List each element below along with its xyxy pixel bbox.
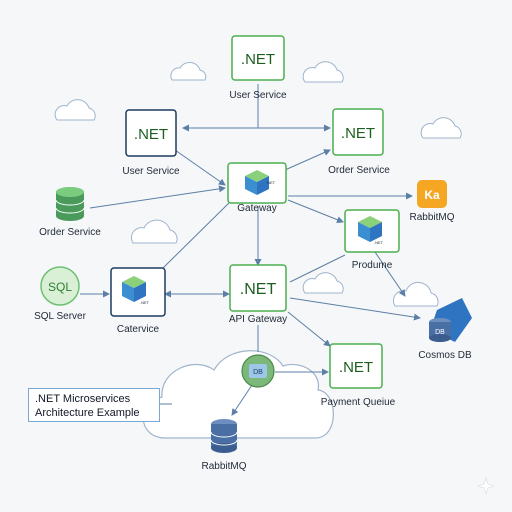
user-service-top-node: .NET [231, 35, 285, 81]
connector [284, 149, 331, 171]
connector [231, 384, 253, 416]
cube-icon [245, 170, 269, 195]
kafka-badge: Ka [424, 188, 440, 202]
gateway-node: .NET [227, 162, 287, 204]
decorative-clouds [54, 61, 462, 307]
payment-queue-label: Payment Queiue [320, 397, 396, 408]
cloud-icon [302, 272, 344, 294]
kafka-icon: Ka [417, 180, 447, 208]
sql-badge: SQL [48, 280, 72, 294]
cube-icon [358, 216, 382, 242]
bottom-cloud [142, 350, 334, 439]
net-logo: .NET [339, 359, 373, 376]
connector [374, 251, 406, 297]
cloud-icon [54, 99, 96, 121]
cloud-icon [392, 281, 439, 307]
catervice-node: .NET [110, 267, 166, 317]
order-service-right-label: Order Service [328, 165, 390, 176]
connector [287, 311, 331, 347]
db-badge: DB [253, 369, 263, 376]
order-service-right-node: .NET [332, 108, 384, 156]
net-logo: .NET [240, 281, 277, 298]
note-line-2: Architecture Example [35, 407, 140, 419]
api-gateway-node: .NET [229, 264, 287, 312]
order-service-database-icon [55, 187, 85, 221]
cosmos-db-label: Cosmos DB [418, 350, 472, 361]
cloud-icon [130, 219, 178, 244]
gateway-label: Gateway [237, 203, 277, 214]
rabbitmq-bottom-label: RabbitMQ [201, 461, 247, 472]
user-service-left-label: User Service [122, 166, 180, 177]
cube-icon [122, 276, 146, 302]
architecture-title-note: .NET Microservices Architecture Example [28, 388, 160, 422]
cloud-icon [170, 62, 207, 81]
net-small-logo: .NET [266, 180, 276, 185]
sql-server-icon: SQL [40, 266, 80, 306]
net-logo: .NET [341, 125, 375, 142]
net-logo: .NET [241, 51, 275, 68]
net-small-logo: .NET [140, 300, 150, 305]
rabbitmq-right-label: RabbitMQ [409, 212, 455, 223]
produme-node: .NET [344, 209, 400, 253]
cloud-icon [302, 61, 344, 83]
queue-node-icon: DB [241, 354, 275, 388]
connector [174, 149, 226, 186]
sql-server-label: SQL Server [34, 311, 86, 322]
cosmos-db-icon: DB [429, 298, 472, 342]
note-line-1: .NET Microservices [35, 393, 131, 405]
connector [162, 199, 233, 269]
connector [289, 254, 346, 283]
order-service-left-label: Order Service [39, 227, 101, 238]
user-service-left-node: .NET [125, 109, 177, 157]
connector [289, 297, 421, 321]
api-gateway-label: API Gateway [228, 314, 288, 325]
rabbitmq-database-icon [210, 419, 238, 453]
net-logo: .NET [134, 126, 168, 143]
user-service-top-label: User Service [229, 90, 287, 101]
net-small-logo: .NET [374, 240, 384, 245]
connector [89, 185, 226, 209]
connector [287, 199, 344, 224]
produme-label: Produme [351, 260, 393, 271]
sparkle-icon [477, 477, 495, 495]
db-badge: DB [435, 329, 445, 336]
catervice-label: Catervice [116, 324, 160, 335]
cloud-icon [420, 117, 462, 139]
payment-queue-node: .NET [329, 343, 383, 389]
connectors [80, 84, 421, 416]
